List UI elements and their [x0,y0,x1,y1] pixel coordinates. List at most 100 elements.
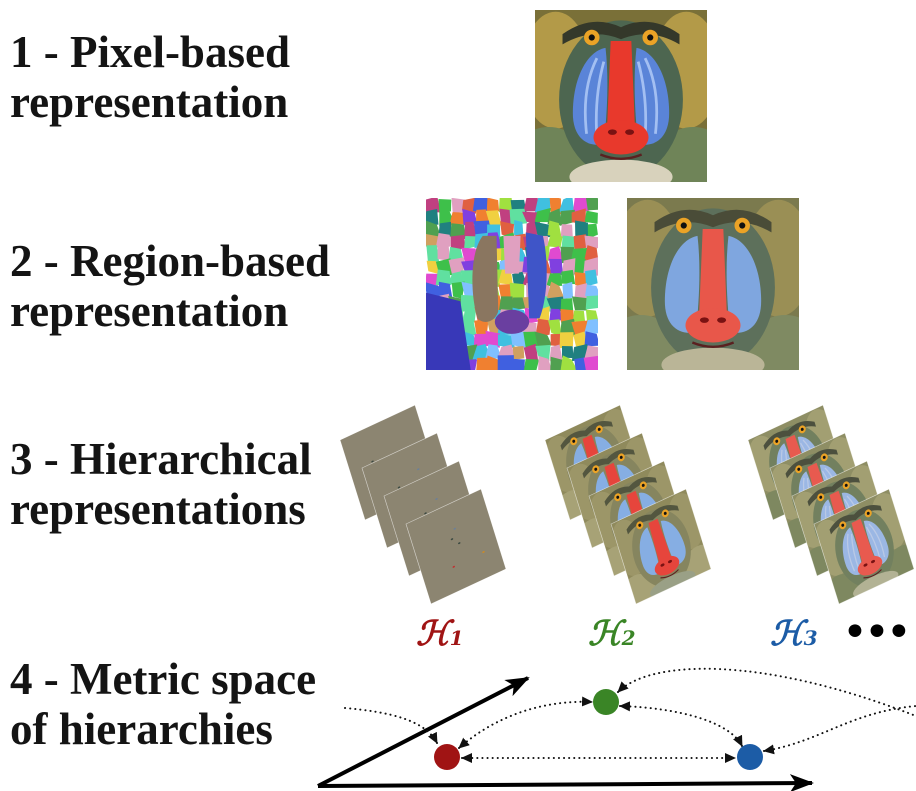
segment-region [560,355,578,371]
segment-region [437,245,450,262]
small-region [482,551,485,553]
segment-region [558,198,574,213]
segment-region [548,319,562,338]
segment-region [587,223,598,239]
segment-region [550,356,563,371]
mouth [660,569,679,579]
segment-region [585,284,599,297]
small-region [453,527,456,530]
cheek-ridge [643,57,659,135]
segment-region [583,355,599,371]
cheek-ridge [868,523,886,558]
right-pupil [844,483,848,487]
hierarchy-index: 2 [621,626,636,650]
segment-region [462,208,478,226]
segment-region [524,359,540,371]
segment-region [498,296,515,312]
left-pupil [638,523,642,527]
segment-region [549,258,564,276]
segment-region [438,221,452,237]
hierarchy-point-2 [593,689,619,715]
segment-region [435,269,452,286]
segment-region [574,357,587,371]
segment-region [512,271,527,287]
right-pupil [739,222,746,229]
segment-region [523,343,539,362]
segment-region [549,344,563,362]
segment-region [574,283,589,300]
segment-region [451,281,465,299]
segment-region [546,296,566,313]
mouth [691,341,735,348]
muzzle [593,120,649,155]
segment-region [534,207,551,223]
segment-region [509,282,525,299]
hierarchy-point-3 [737,744,763,770]
left-nostril [699,317,709,323]
beard [853,570,899,598]
small-region [424,512,427,515]
hierarchy-stack-3 [747,404,915,605]
row-title: 1 - Pixel-based [10,27,290,77]
more-hierarchies-ellipsis: ••• [842,607,912,658]
left-pupil [775,439,779,443]
small-region [371,460,374,463]
distance-path-incoming [344,707,438,744]
segment-region [560,224,573,239]
muzzle [654,555,680,576]
left-pupil [680,222,687,229]
left-pupil [797,467,801,471]
row-subtitle: representation [10,286,289,336]
brow-ridge [785,448,838,479]
right-nostril [871,559,875,564]
right-pupil [663,511,667,515]
segment-region [534,221,551,238]
segment-region [494,309,530,334]
segment-region [426,292,471,370]
small-region [458,542,461,545]
segment-region [451,198,466,213]
region-segmentation-image [426,198,599,371]
mouth [863,569,882,579]
segment-region [546,281,565,299]
segment-region [426,208,439,226]
mandrill-face [535,10,708,183]
metric-space-diagram [317,667,916,791]
segment-region [574,272,589,287]
brow-ridge [807,476,860,507]
cheek-ridge [583,57,599,135]
right-cheek [726,235,762,333]
distance-path-h2-outgoing [617,667,916,717]
segment-region [449,212,466,226]
coarse-partition [406,488,506,605]
row-title: 2 - Region-based [10,236,331,286]
segment-region [510,358,525,371]
segment-region [450,234,466,252]
hierarchy-point-1 [434,744,460,770]
hierarchy-level [405,488,507,605]
level-border [405,488,507,605]
row-subtitle: representations [10,484,306,534]
segment-region [503,235,521,274]
segment-region [512,345,525,360]
left-cheek [664,235,700,333]
right-cheek [660,520,686,566]
segment-region [472,235,499,322]
right-nostril [717,317,727,323]
brow-ridge [604,476,657,507]
left-cheek [572,47,608,145]
right-cheek [634,47,670,145]
segment-region [559,332,574,349]
segment-region [426,220,442,239]
segment-region [547,246,564,261]
beard [650,570,696,598]
segment-region [585,295,599,310]
beard [569,159,673,183]
segment-region [426,198,442,214]
segment-region [497,344,516,359]
segmentation-mosaic [426,198,599,371]
left-nostril [863,563,868,567]
segment-region [559,209,575,226]
brow-ridge [626,504,679,535]
left-cheek [639,527,661,576]
